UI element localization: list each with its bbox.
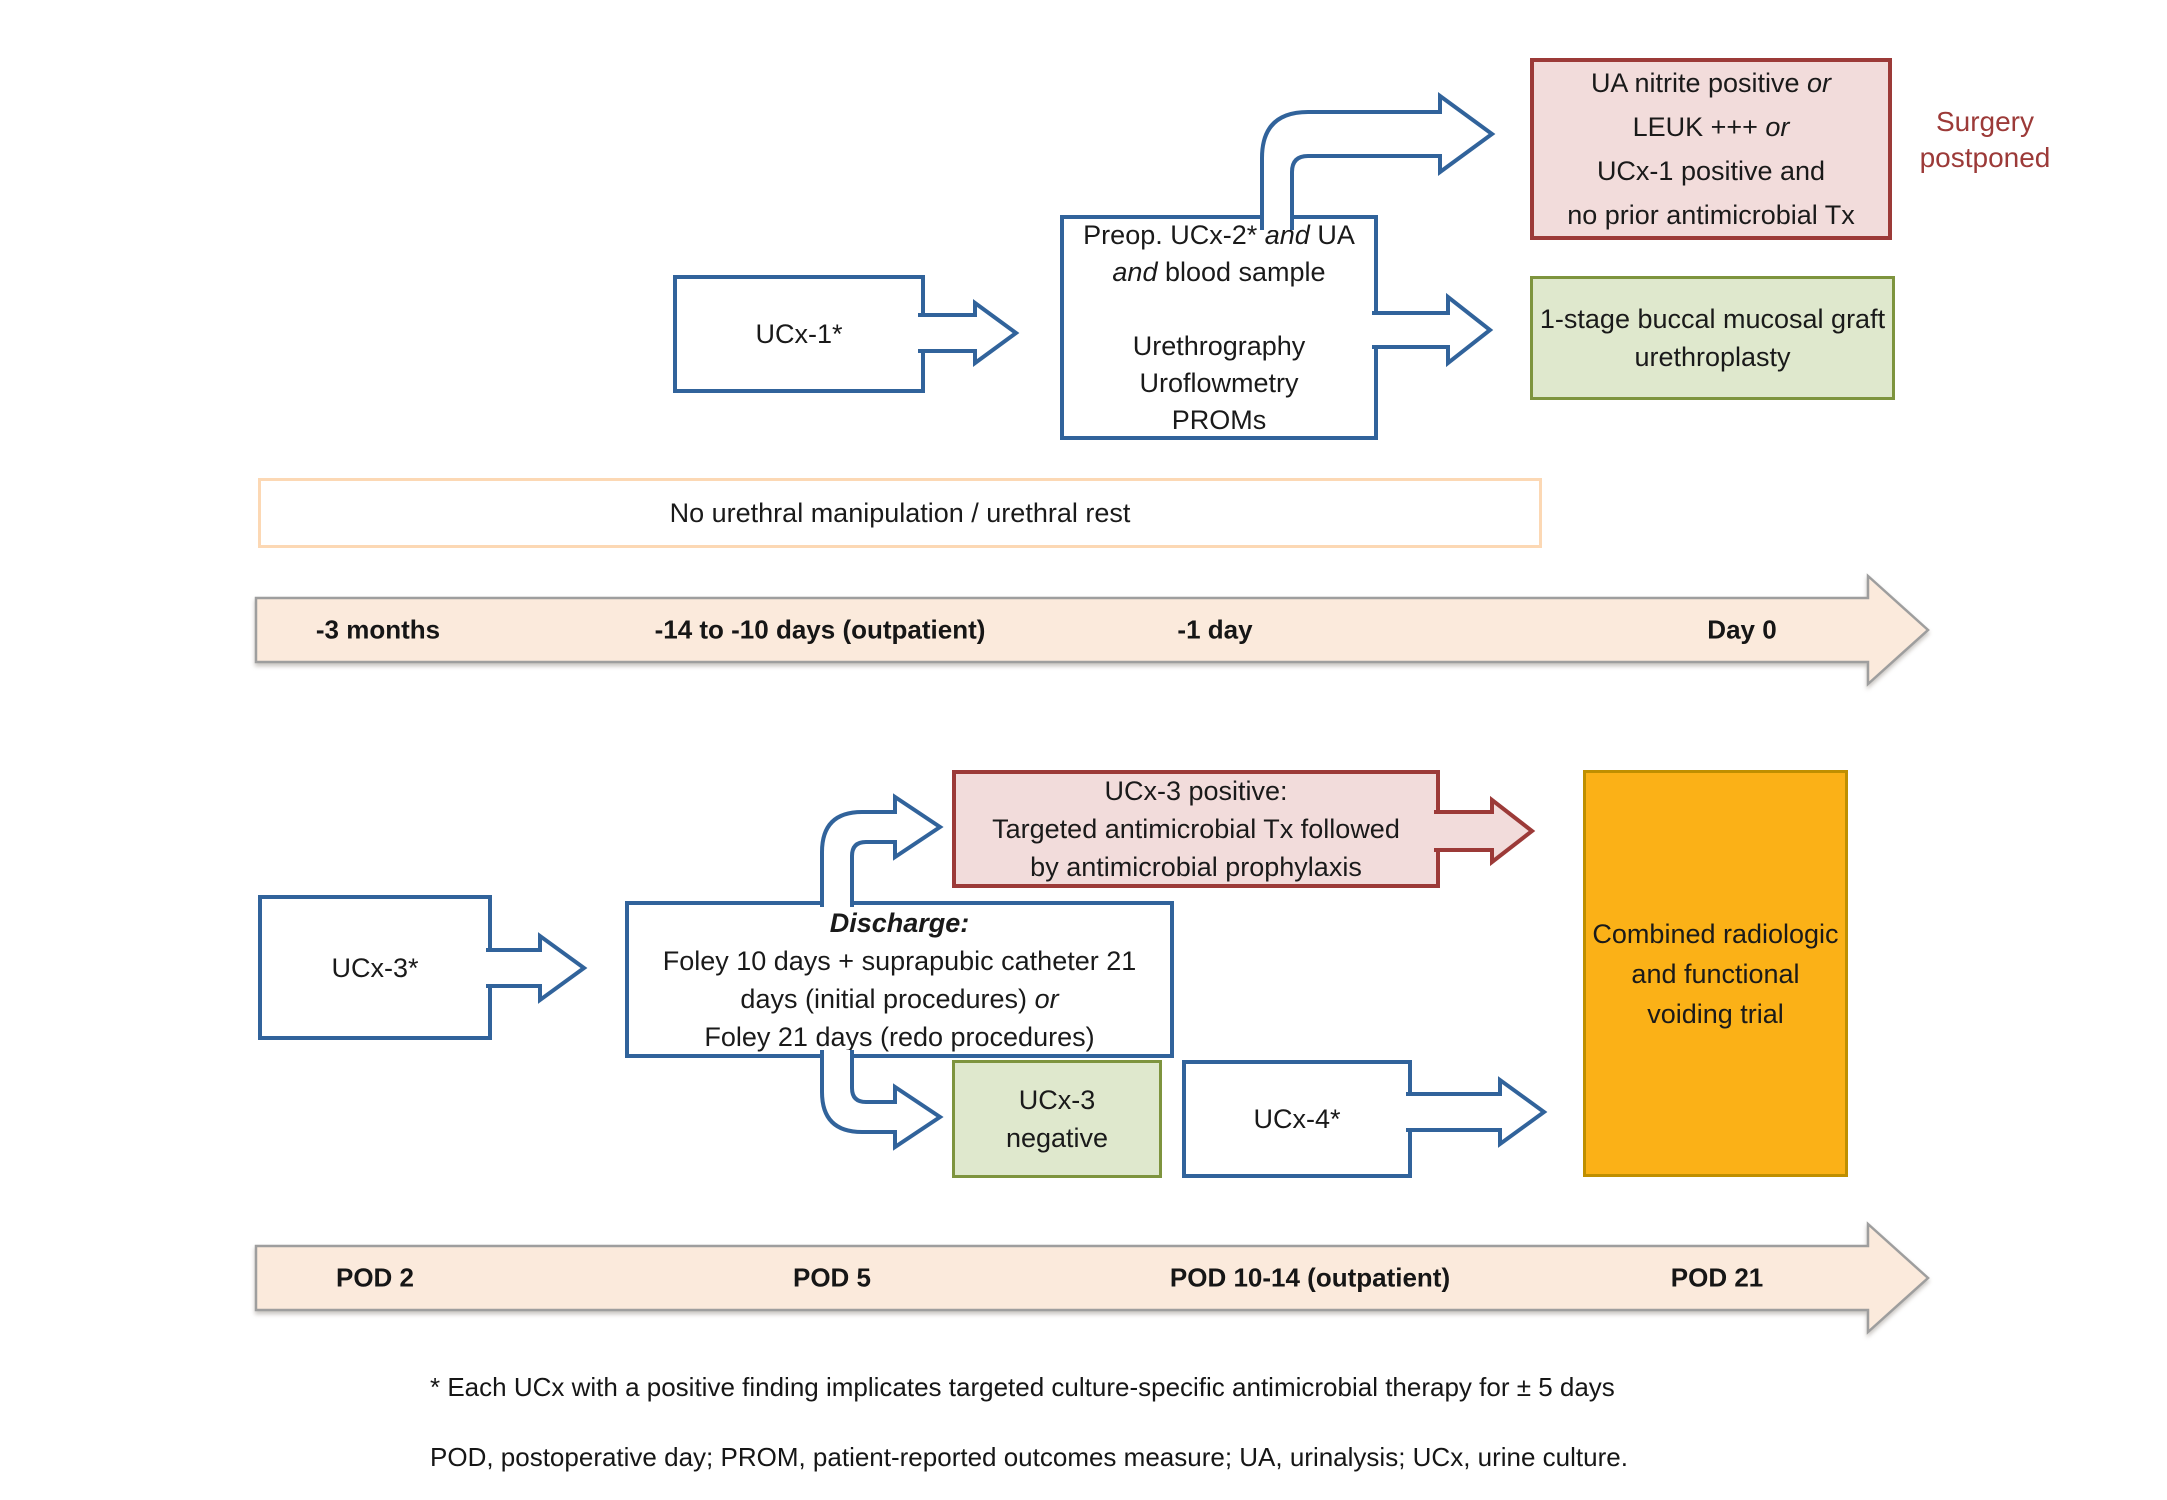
timeline-postop-arrow (254, 1221, 1930, 1335)
ucx3-box: UCx-3* (258, 895, 492, 1040)
ucx4-box: UCx-4* (1182, 1060, 1412, 1178)
footnote-abbreviations: POD, postoperative day; PROM, patient-re… (430, 1442, 1628, 1472)
footnote-ucx-asterisk: * Each UCx with a positive finding impli… (430, 1372, 1615, 1402)
arrow-discharge-to-ucx3-negative (820, 1050, 944, 1151)
arrow-preop-to-urethroplasty (1372, 292, 1494, 368)
timeline-label-pod-2: POD 2 (335, 1262, 415, 1293)
arrow-ucx3-positive-to-voiding-trial (1434, 795, 1536, 867)
urethral-rest-banner: No urethral manipulation / urethral rest (258, 478, 1542, 548)
timeline-label-pod-10-14: POD 10-14 (outpatient) (1169, 1262, 1451, 1293)
timeline-label-minus-14-10-days: -14 to -10 days (outpatient) (654, 614, 986, 645)
timeline-label-day-0: Day 0 (1707, 614, 1777, 645)
timeline-label-pod-5: POD 5 (792, 1262, 872, 1293)
arrow-ucx4-to-voiding-trial (1406, 1076, 1548, 1148)
arrow-ucx3-to-discharge (486, 932, 588, 1004)
arrow-preop-to-criteria (1260, 92, 1496, 230)
timeline-label-pod-21: POD 21 (1670, 1262, 1764, 1293)
timeline-label-minus-3-months: -3 months (315, 614, 441, 645)
discharge-box: Discharge:Foley 10 days + suprapubic cat… (625, 901, 1174, 1058)
ucx1-box: UCx-1* (673, 275, 925, 393)
arrow-ucx1-to-preop (918, 299, 1020, 367)
ucx3-positive-box: UCx-3 positive:Targeted antimicrobial Tx… (952, 770, 1440, 888)
urethral-rest-text: No urethral manipulation / urethral rest (669, 498, 1131, 528)
timeline-preop-arrow (254, 573, 1930, 687)
arrow-discharge-to-ucx3-positive (820, 793, 944, 907)
timeline-label-minus-1-day: -1 day (1177, 614, 1253, 645)
